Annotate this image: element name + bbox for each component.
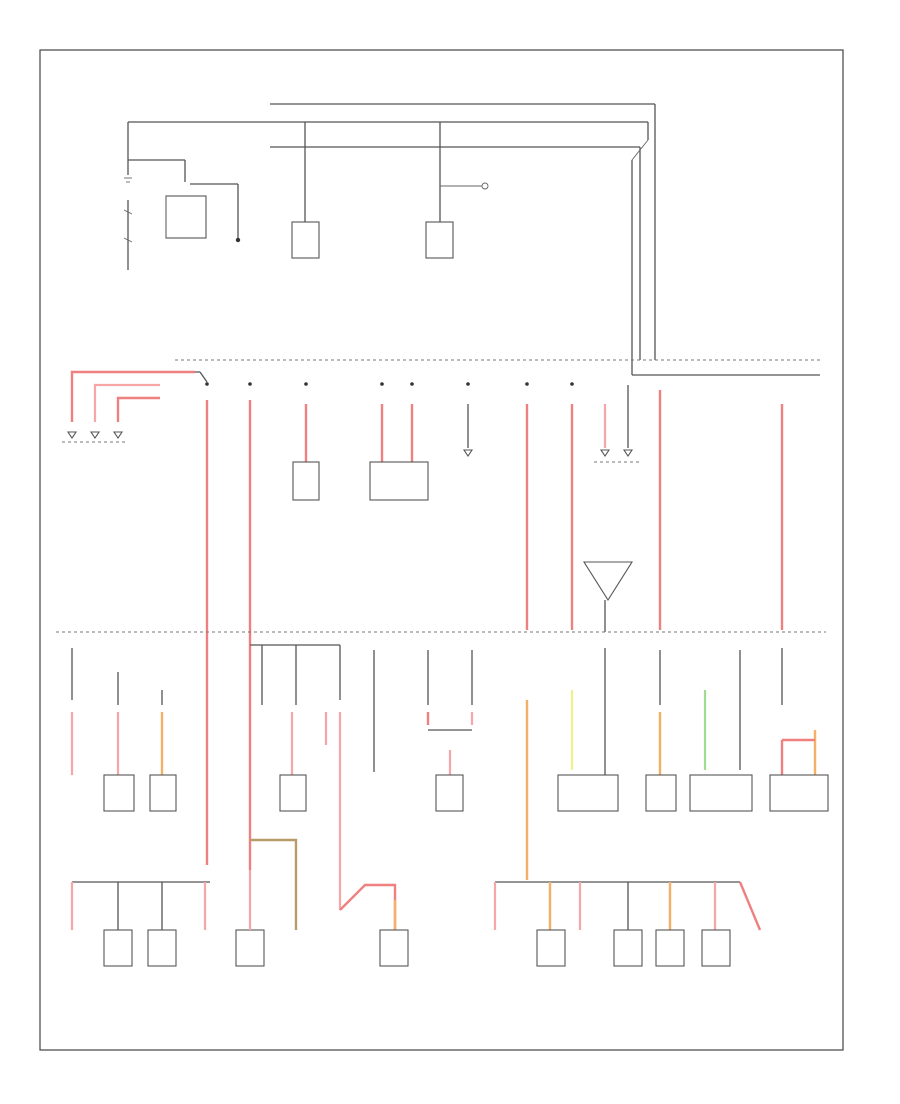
relay-control-module xyxy=(62,370,195,443)
diagram-frame xyxy=(39,49,844,1051)
fusible-link-2 xyxy=(425,122,489,259)
lower-circuits xyxy=(70,644,829,910)
underhood-fuse-relay-box xyxy=(175,359,820,383)
fusible-link-1 xyxy=(291,122,320,259)
bottom-right-bus xyxy=(493,881,762,967)
bottom-left-bus xyxy=(70,838,409,967)
splice-pack xyxy=(583,561,633,632)
engine-ground xyxy=(190,183,241,243)
battery xyxy=(123,158,186,270)
top-power-distribution xyxy=(127,103,656,375)
generator xyxy=(165,195,207,239)
